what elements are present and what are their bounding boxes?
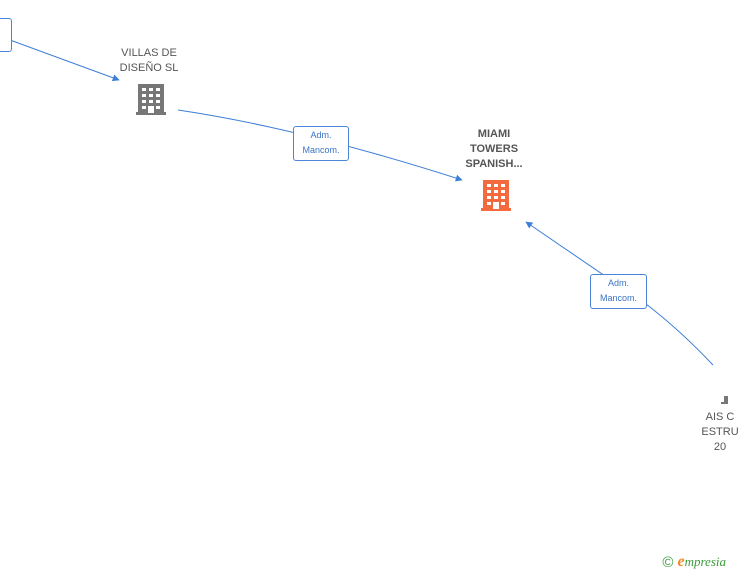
edge-label-line: Mancom. (302, 145, 340, 155)
building-icon (136, 84, 166, 115)
edge-label-offscreen[interactable] (0, 18, 12, 52)
node-label: AIS C ESTRU 20 (701, 411, 739, 453)
node-label: MIAMI TOWERS SPANISH... (465, 128, 523, 170)
edge-label-adm-mancom[interactable]: Adm. Mancom. (293, 126, 349, 161)
building-icon (481, 180, 511, 211)
edge-label-line: Adm. (607, 278, 629, 288)
empresia-logo: empresia (677, 553, 726, 570)
node-label: VILLAS DE DISEÑO SL (119, 47, 179, 74)
edge-label-line: Adm. (310, 130, 332, 140)
edge-label-line: Mancom. (599, 293, 637, 303)
node-villas-de-diseno[interactable]: VILLAS DE DISEÑO SL (104, 46, 194, 76)
building-icon (721, 396, 728, 404)
edge-offscreen-to-villas (9, 39, 120, 82)
edge-label-adm-mancom[interactable]: Adm. Mancom. (590, 274, 647, 309)
edge-ais-to-miami (525, 221, 714, 366)
footer-brand: © empresia (662, 553, 726, 571)
node-miami-towers[interactable]: MIAMI TOWERS SPANISH... (449, 127, 539, 172)
node-ais-estru[interactable]: AIS C ESTRU 20 (690, 410, 750, 455)
copyright-icon: © (662, 553, 674, 571)
